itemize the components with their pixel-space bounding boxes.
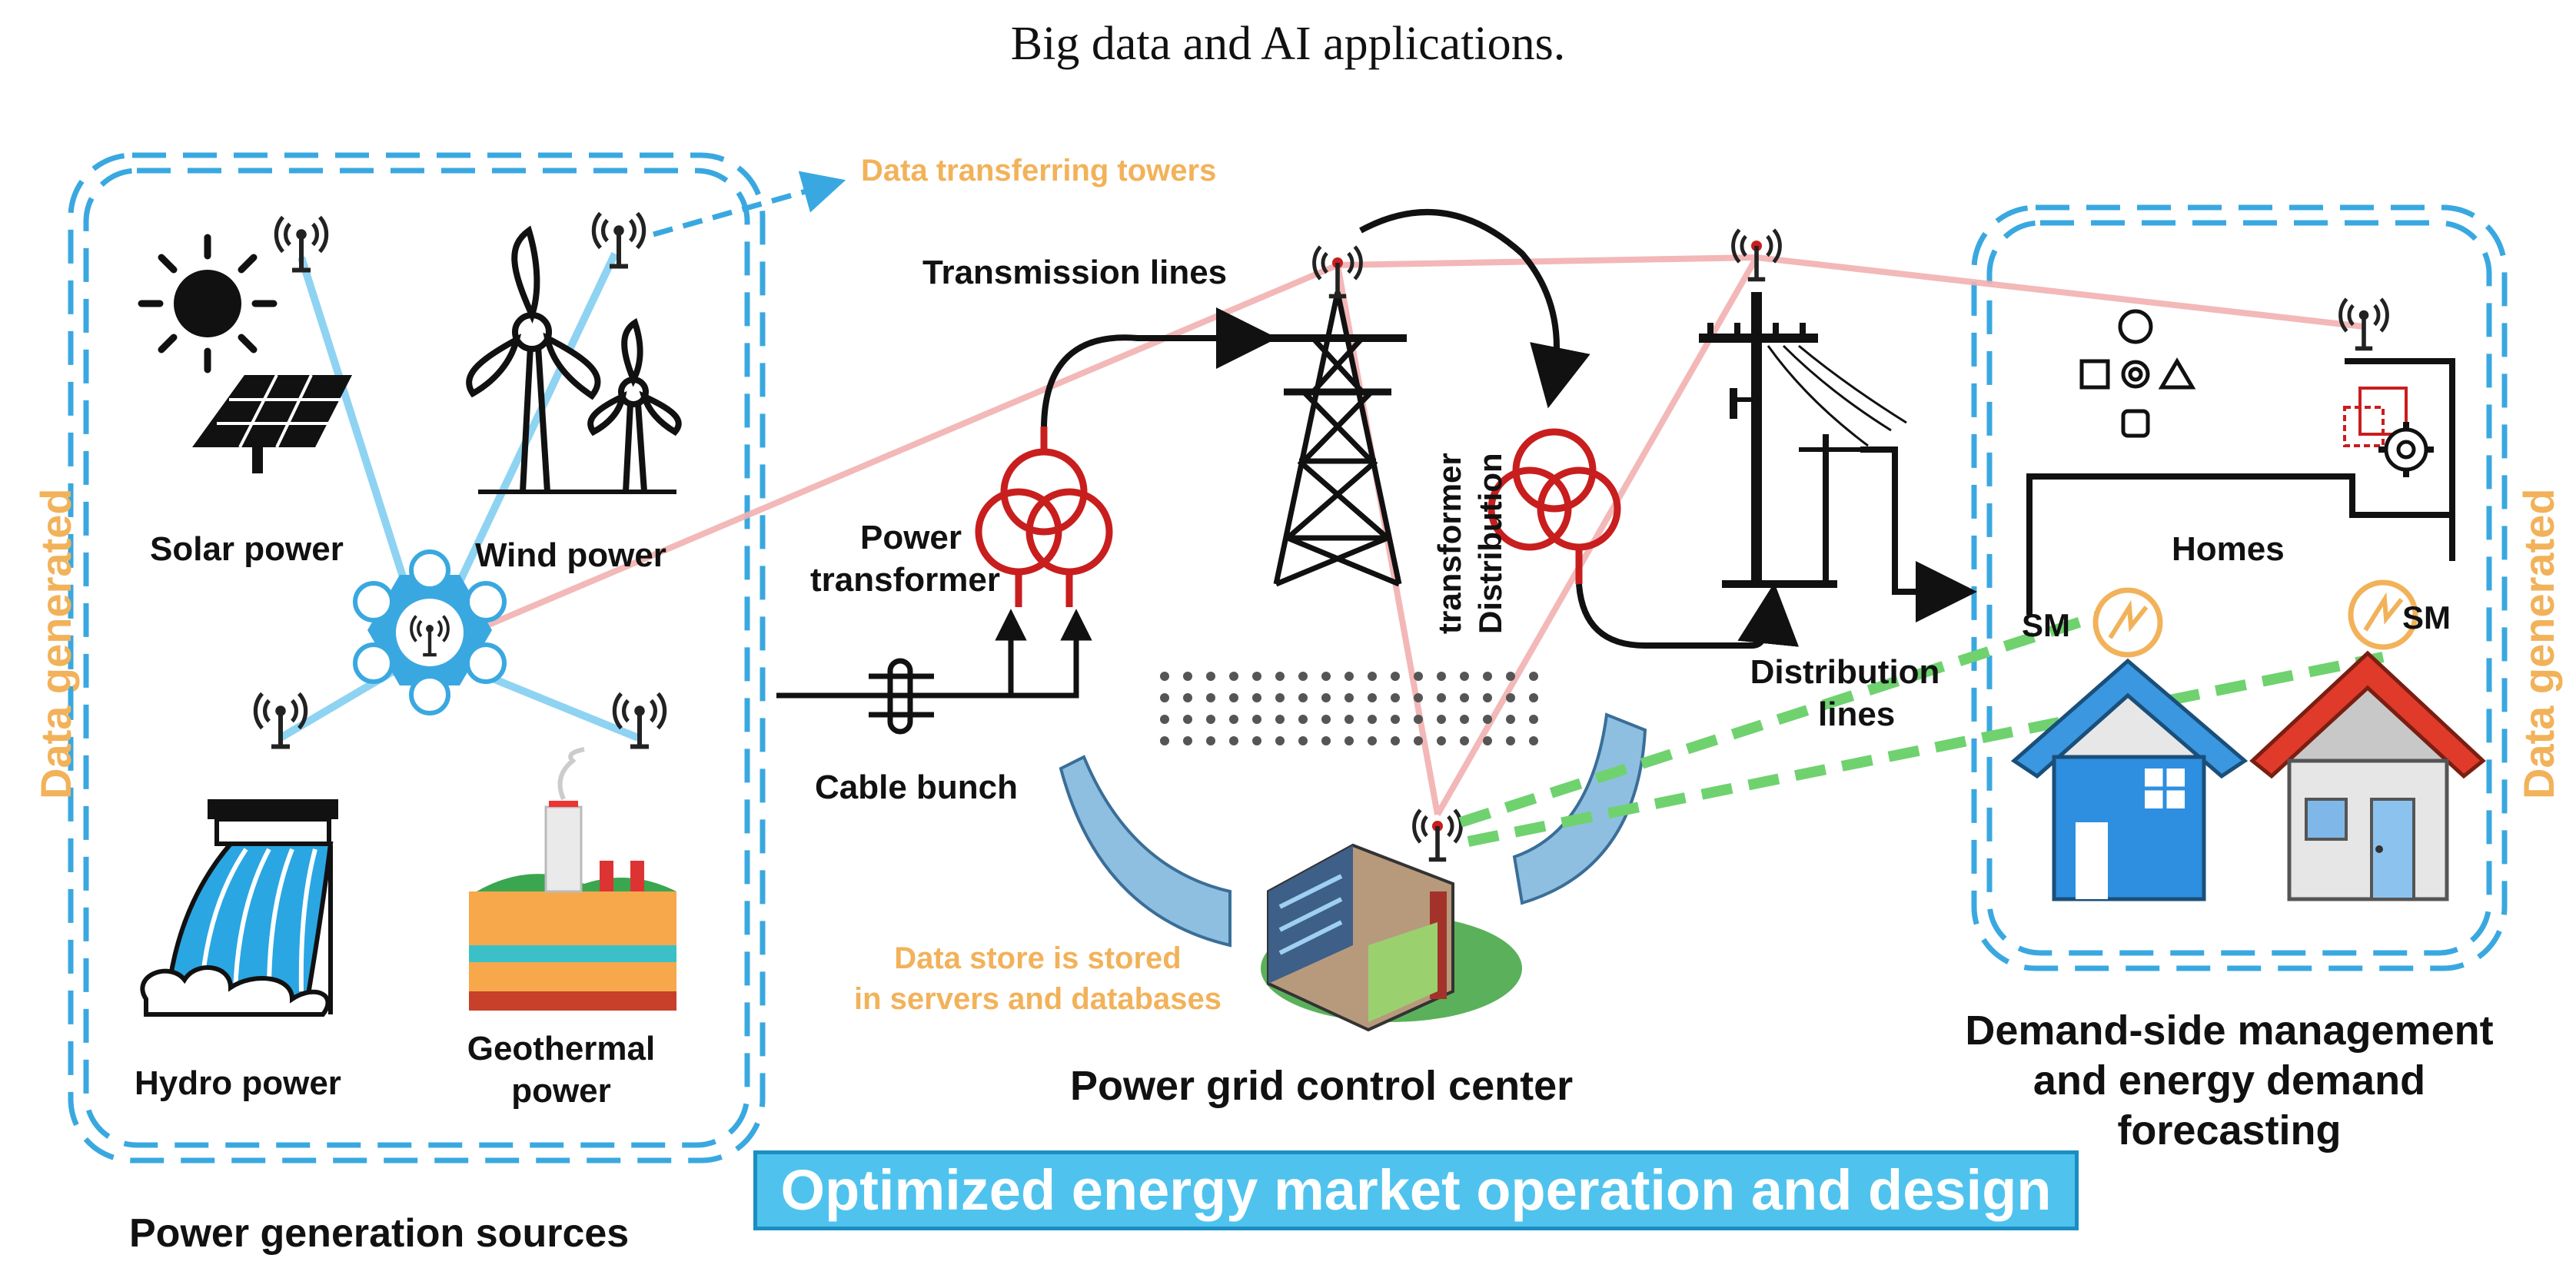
power-transformer-label-1: Power (859, 519, 962, 556)
sm-left-label: SM (2022, 607, 2070, 643)
distribution-lines-arrow (1576, 583, 1800, 649)
gear-icon (2378, 422, 2434, 477)
dsm-label-1: Demand-side management (1965, 1007, 2494, 1054)
smart-meter-left-icon (2092, 587, 2163, 658)
transmission-tower-icon (1268, 291, 1407, 587)
power-transformer-label-2: transformer (810, 561, 1000, 599)
blue-house-icon (2010, 658, 2249, 901)
tower-hydro-icon (255, 694, 305, 747)
control-center-icon (1261, 843, 1522, 1032)
tower-wind-icon (593, 214, 643, 267)
smart-meter-right-icon (2348, 579, 2418, 650)
generation-box (68, 152, 766, 1164)
windows-gear-icon (2343, 387, 2408, 447)
geothermal-label-2: power (511, 1072, 611, 1110)
dsm-label-3: forecasting (2117, 1107, 2342, 1154)
transmission-lines-label: Transmission lines (922, 254, 1228, 291)
distribution-lines-label-2: lines (1818, 695, 1896, 733)
sun-icon (138, 234, 278, 373)
data-generated-right-label: Data generated (2515, 488, 2563, 799)
wind-power-label: Wind power (475, 536, 666, 574)
right-arc-shape (1512, 712, 1647, 905)
geothermal-icon (469, 747, 676, 1011)
data-store-label-2: in servers and databases (853, 982, 1222, 1016)
green-data-links (1458, 609, 2385, 847)
data-towers-arrow (653, 171, 846, 237)
solar-panel-icon (192, 374, 352, 473)
tower-geothermal-icon (614, 694, 664, 747)
control-center-label: Power grid control center (1070, 1063, 1574, 1109)
sm-right-label: SM (2402, 599, 2451, 636)
homes-label: Homes (2172, 530, 2285, 568)
dsm-label-2: and energy demand (2033, 1057, 2426, 1104)
hydro-power-label: Hydro power (135, 1064, 341, 1102)
page-title: Big data and AI applications. (1010, 18, 1566, 70)
homes-outline (2026, 358, 2455, 615)
transmission-to-distribution-arrow (1359, 209, 1590, 409)
market-banner: Optimized energy market operation and de… (753, 1150, 2079, 1230)
distribution-transformer-label-2: transformer (1431, 453, 1467, 634)
distribution-pole-icon (1699, 292, 1977, 622)
data-store-dots (1160, 672, 1538, 745)
cable-bunch-icon (776, 609, 1092, 735)
data-generated-left-label: Data generated (32, 488, 80, 799)
data-towers-label: Data transferring towers (861, 154, 1217, 188)
tower-solar-icon (276, 217, 326, 271)
solar-power-label: Solar power (150, 530, 344, 568)
tower-distribution-icon (1733, 230, 1780, 279)
geothermal-label-1: Geothermal (467, 1030, 656, 1067)
distribution-transformer-label-1: Distribution (1472, 453, 1508, 634)
hydro-dam-icon (140, 799, 338, 1017)
generation-sources-label: Power generation sources (129, 1211, 630, 1256)
tower-control-center-icon (1414, 810, 1461, 859)
distribution-lines-label-1: Distribution (1750, 653, 1940, 691)
wind-turbine-icon (466, 225, 682, 494)
red-house-icon (2249, 650, 2486, 901)
data-store-label-1: Data store is stored (894, 941, 1182, 975)
power-transformer-icon (975, 427, 1113, 607)
transformer-to-tower-arrow (1041, 307, 1278, 427)
distribution-transformer-icon (1487, 428, 1621, 584)
settings-shapes-icon (2079, 309, 2196, 438)
left-arc-shape (1059, 755, 1231, 948)
cable-bunch-label: Cable bunch (815, 768, 1019, 806)
